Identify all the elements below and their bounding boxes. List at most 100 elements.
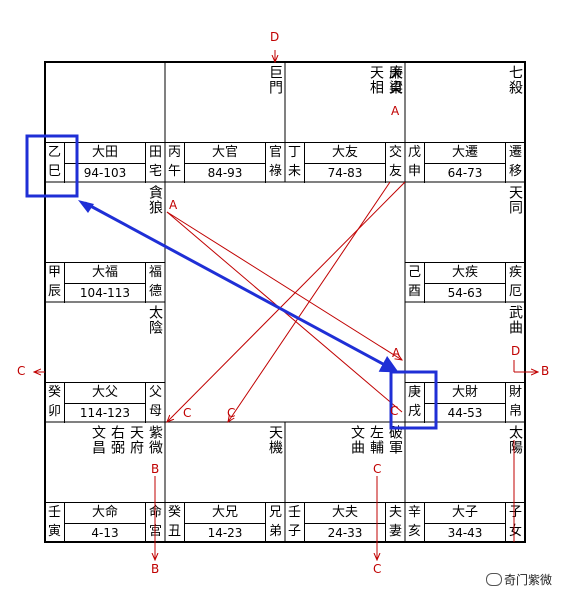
star-wuqu: 武曲 <box>507 305 523 335</box>
star-qisha: 七殺 <box>507 65 523 95</box>
age-range: 74-83 <box>327 166 363 180</box>
dazhi-label: 大命 <box>65 503 145 524</box>
red-line <box>166 211 402 360</box>
palace-stem: 乙巳 <box>45 143 65 183</box>
age-range: 64-73 <box>447 166 483 180</box>
age-range: 4-13 <box>91 526 119 540</box>
palace-name: 官祿 <box>265 143 285 183</box>
dazhi-label: 大田 <box>65 143 145 164</box>
sihua-c-zi: C <box>373 462 382 476</box>
sihua-a-chen: A <box>169 198 178 212</box>
star-tianji: 天機 <box>267 425 283 455</box>
star-tianfu: 天府 <box>128 425 144 455</box>
marker-inner-a: A <box>392 346 401 360</box>
wechat-icon <box>486 573 502 586</box>
palace-stem: 戊申 <box>405 143 425 183</box>
age-range: 44-53 <box>447 406 483 420</box>
palace-name: 父母 <box>145 383 165 423</box>
palace-name: 田宅 <box>145 143 165 183</box>
dazhi-label: 大兄 <box>185 503 265 524</box>
palace-xu: 庚戌 大財 44-53 財帛 <box>405 302 525 423</box>
age-range: 104-113 <box>79 286 131 300</box>
star-tanlang: 貪狼 <box>147 185 163 215</box>
palace-mao: 癸卯 大父 114-123 父母 <box>45 302 165 423</box>
palace-stem: 丙午 <box>165 143 185 183</box>
age-range: 14-23 <box>207 526 243 540</box>
palace-stem: 丁未 <box>285 143 305 183</box>
palace-name: 遷移 <box>505 143 525 183</box>
palace-stem: 庚戌 <box>405 383 425 423</box>
dazhi-label: 大友 <box>305 143 385 164</box>
marker-left-c: C <box>17 364 26 378</box>
sihua-b-yin: B <box>151 462 160 476</box>
age-range: 24-33 <box>327 526 363 540</box>
palace-you: 己酉 大疾 54-63 疾厄 <box>405 182 525 303</box>
palace-stem: 壬寅 <box>45 503 65 543</box>
marker-inner-c1: C <box>183 406 192 420</box>
marker-bottom-b: B <box>151 562 160 576</box>
palace-stem: 己酉 <box>405 263 425 303</box>
blue-arrow <box>84 201 399 373</box>
palace-si: 乙巳 大田 94-103 田宅 <box>45 62 165 183</box>
palace-wu: 巨門 丙午 大官 84-93 官祿 <box>165 62 285 183</box>
age-range: 94-103 <box>83 166 127 180</box>
star-tiantong: 天同 <box>507 185 523 215</box>
palace-name: 子女 <box>505 503 525 543</box>
star-taiyang: 太陽 <box>507 425 523 455</box>
blue-arrow-tail <box>78 200 94 213</box>
red-line <box>228 181 391 422</box>
age-range: 84-93 <box>207 166 243 180</box>
palace-name: 夫妻 <box>385 503 405 543</box>
marker-bottom-c: C <box>373 562 382 576</box>
palace-stem: 癸卯 <box>45 383 65 423</box>
sihua-d-wuqu: D <box>511 344 521 358</box>
age-range: 34-43 <box>447 526 483 540</box>
palace-name: 交友 <box>385 143 405 183</box>
dazhi-label: 大遷 <box>425 143 505 164</box>
star-wenchang: 文昌 <box>90 425 106 455</box>
palace-stem: 甲辰 <box>45 263 65 303</box>
palace-zi: 破軍 左輔 文曲 壬子 大夫 24-33 夫妻 <box>285 422 405 543</box>
star-taiyin: 太陰 <box>147 305 163 335</box>
palace-name: 財帛 <box>505 383 525 423</box>
palace-chou: 天機 癸丑 大兄 14-23 兄弟 <box>165 422 285 543</box>
star-tianxiang: 天相 <box>368 65 384 95</box>
palace-stem: 壬子 <box>285 503 305 543</box>
marker-inner-c3: C <box>390 404 399 418</box>
palace-chen: 甲辰 大福 104-113 福德 <box>45 182 165 303</box>
dazhi-label: 大疾 <box>425 263 505 284</box>
palace-stem: 癸丑 <box>165 503 185 543</box>
highlight-box-si <box>25 134 79 198</box>
dazhi-label: 大福 <box>65 263 145 284</box>
watermark-text: 奇门紫微 <box>504 573 553 587</box>
palace-shen: 戊申 大遷 64-73 遷移 <box>405 62 525 183</box>
marker-top-d: D <box>270 30 280 44</box>
palace-name: 疾厄 <box>505 263 525 303</box>
palace-name: 兄弟 <box>265 503 285 543</box>
star-tianliang: 天梁 <box>387 65 403 95</box>
star-zuofu: 左輔 <box>368 425 384 455</box>
star-youbi: 右弼 <box>109 425 125 455</box>
marker-inner-c2: C <box>227 406 236 420</box>
palace-hai: 辛亥 大子 34-43 子女 <box>405 422 525 543</box>
dazhi-label: 大子 <box>425 503 505 524</box>
age-range: 114-123 <box>79 406 131 420</box>
age-range: 54-63 <box>447 286 483 300</box>
palace-stem: 辛亥 <box>405 503 425 543</box>
star-ziwei: 紫微 <box>147 425 163 455</box>
dazhi-label: 大官 <box>185 143 265 164</box>
dazhi-label: 大夫 <box>305 503 385 524</box>
marker-right-b: B <box>541 364 550 378</box>
dazhi-label: 大父 <box>65 383 145 404</box>
palace-name: 福德 <box>145 263 165 303</box>
dazhi-label: 大財 <box>425 383 505 404</box>
star-wenqu: 文曲 <box>349 425 365 455</box>
red-line <box>167 181 406 422</box>
highlight-box-xu <box>389 370 438 430</box>
star-pojun: 破軍 <box>387 425 403 455</box>
star-jumen: 巨門 <box>267 65 283 95</box>
